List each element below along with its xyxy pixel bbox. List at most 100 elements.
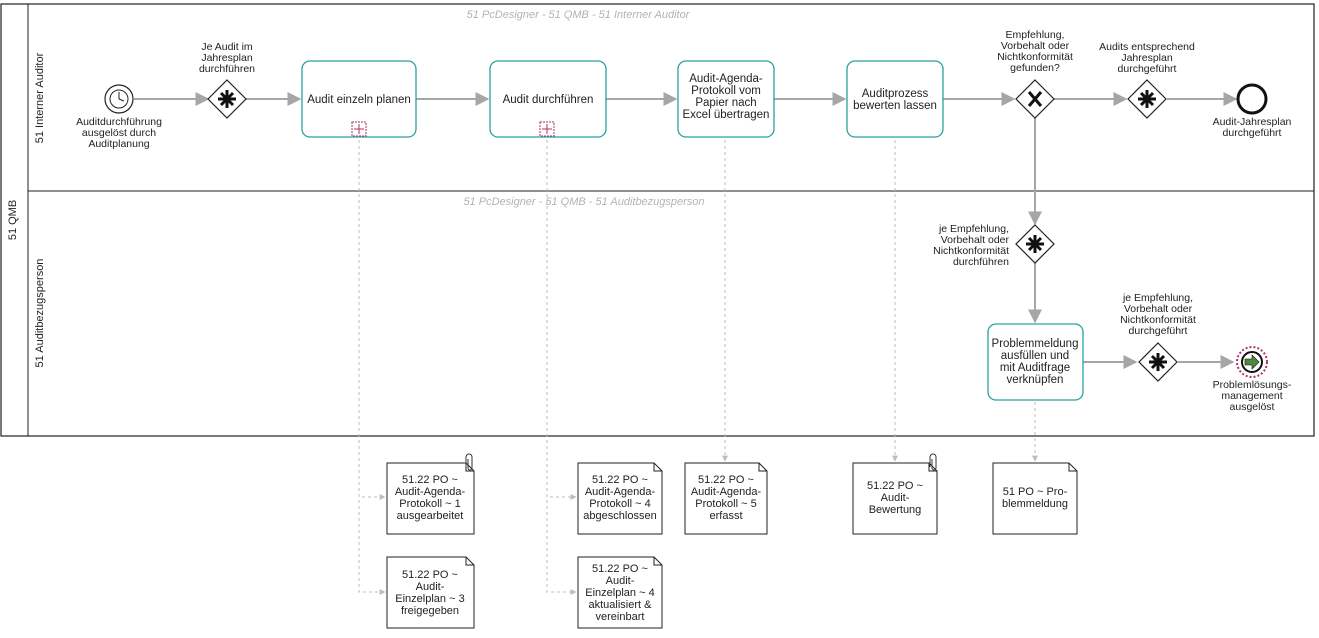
gateway-label: je Empfehlung, <box>938 223 1009 235</box>
document-label: Audit- <box>881 492 910 504</box>
gateway-label: Nichtkonformität <box>997 51 1073 63</box>
task-label: Auditprozess <box>862 88 929 100</box>
document-label: aktualisiert & <box>589 599 653 611</box>
document-label: Audit-Agenda- <box>395 486 466 498</box>
start-event-label: ausgelöst durch <box>82 127 156 139</box>
svg-text:51.22 PO ~Audit-Bewertung: 51.22 PO ~Audit-Bewertung <box>867 480 923 516</box>
svg-text:51.22 PO ~Audit-Agenda-Protoko: 51.22 PO ~Audit-Agenda-Protokoll ~ 5erfa… <box>691 474 762 522</box>
task-label: ausfüllen und <box>1001 350 1069 362</box>
gateway-label: Vorbehalt oder <box>1001 40 1070 52</box>
pool: 51 QMB 51 Interner Auditor 51 Auditbezug… <box>0 3 1315 437</box>
task-label: Problemmeldung <box>992 338 1079 350</box>
gateway-label: Jahresplan <box>1121 52 1173 64</box>
task-label: Excel übertragen <box>683 109 770 121</box>
task-label: Audit durchführen <box>503 94 594 106</box>
svg-text:51.22 PO ~Audit-Einzelplan ~ 3: 51.22 PO ~Audit-Einzelplan ~ 3freigegebe… <box>395 569 464 617</box>
document-label: 51.22 PO ~ <box>592 474 648 486</box>
start-event-label: Auditplanung <box>88 138 149 150</box>
start-event-label: Auditdurchführung <box>76 116 162 128</box>
document-label: erfasst <box>709 510 742 522</box>
document-label: 51 PO ~ Pro- <box>1003 486 1068 498</box>
document-label: vereinbart <box>596 611 645 623</box>
task-label: bewerten lassen <box>853 100 937 112</box>
document-label: Protokoll ~ 4 <box>589 498 650 510</box>
signal-event-label: management <box>1221 390 1282 402</box>
task-audit-einzeln-planen[interactable]: Audit einzeln planen <box>301 60 417 138</box>
svg-text:51.22 PO ~Audit-Einzelplan ~ 4: 51.22 PO ~Audit-Einzelplan ~ 4aktualisie… <box>585 563 654 623</box>
task-label: Protokoll vom <box>691 85 761 97</box>
svg-text:Audit durchführen: Audit durchführen <box>503 94 594 106</box>
asterisk-gateway-icon <box>1149 353 1167 371</box>
document-label: 51.22 PO ~ <box>402 569 458 581</box>
svg-text:51 PO ~ Pro-blemmeldung: 51 PO ~ Pro-blemmeldung <box>1002 486 1068 510</box>
asterisk-gateway-icon <box>218 90 236 108</box>
associations <box>358 140 1038 595</box>
gateway-label: Je Audit im <box>201 41 253 53</box>
document-label: Audit-Agenda- <box>691 486 762 498</box>
end-event-label: durchgeführt <box>1223 127 1282 139</box>
document-d7[interactable]: 51 PO ~ Pro-blemmeldung <box>992 462 1078 535</box>
gateway-label: Vorbehalt oder <box>1124 303 1193 315</box>
document-label: 51.22 PO ~ <box>402 474 458 486</box>
document-label: Einzelplan ~ 3 <box>395 593 464 605</box>
document-d6[interactable]: 51.22 PO ~Audit-Bewertung <box>852 453 938 535</box>
sequence-flows <box>134 92 1238 369</box>
attachment-icon <box>929 453 937 471</box>
task-label: Audit-Agenda- <box>689 73 763 85</box>
lane-label-interner-auditor: 51 Interner Auditor <box>34 52 46 143</box>
document-label: Audit-Agenda- <box>585 486 656 498</box>
gateway-label: Vorbehalt oder <box>941 234 1010 246</box>
svg-text:51.22 PO ~Audit-Agenda-Protoko: 51.22 PO ~Audit-Agenda-Protokoll ~ 1ausg… <box>395 474 466 522</box>
document-label: 51.22 PO ~ <box>698 474 754 486</box>
gateway-label: durchgeführt <box>1129 325 1188 337</box>
lane-title-auditbezugsperson: 51 PcDesigner - 51 QMB - 51 Auditbezugsp… <box>463 196 704 208</box>
document-label: Protokoll ~ 5 <box>695 498 756 510</box>
document-label: Protokoll ~ 1 <box>399 498 460 510</box>
gateway-label: Jahresplan <box>201 52 253 64</box>
document-label: Audit- <box>606 575 635 587</box>
x-gateway-icon <box>1027 91 1043 107</box>
gateway-label: Nichtkonformität <box>1120 314 1196 326</box>
document-label: blemmeldung <box>1002 498 1068 510</box>
asterisk-gateway-icon <box>1026 235 1044 253</box>
signal-event-label: ausgelöst <box>1230 401 1275 413</box>
attachment-icon <box>465 453 473 471</box>
task-label: mit Auditfrage <box>1000 362 1070 374</box>
pool-label: 51 QMB <box>7 200 19 240</box>
task-label: Papier nach <box>695 97 756 109</box>
svg-text:Audit einzeln planen: Audit einzeln planen <box>307 94 411 106</box>
gateway-label: durchführen <box>199 63 255 75</box>
end-event-icon <box>1236 83 1268 115</box>
document-label: freigegeben <box>401 605 459 617</box>
task-audit-durchfuehren[interactable]: Audit durchführen <box>489 60 607 138</box>
task-label: verknüpfen <box>1007 374 1064 386</box>
document-label: Einzelplan ~ 4 <box>585 587 654 599</box>
gateway-label: durchgeführt <box>1118 63 1177 75</box>
